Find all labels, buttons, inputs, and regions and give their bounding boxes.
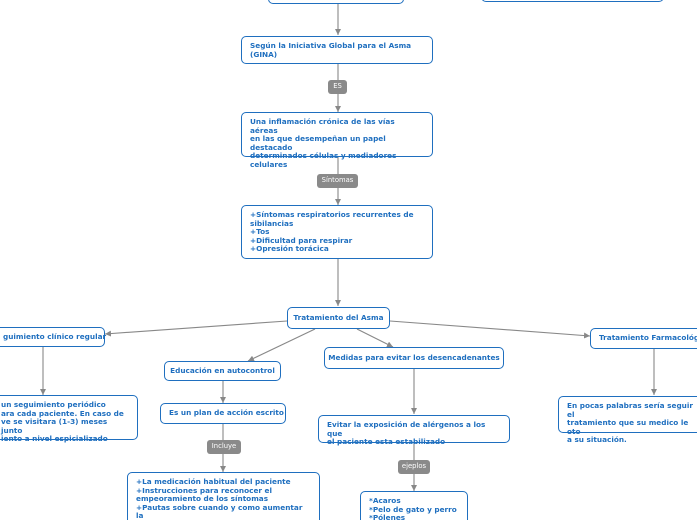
node-triggers[interactable]: Medidas para evitar los desencadenantes <box>324 347 504 369</box>
top-right-node-partial[interactable] <box>481 0 664 2</box>
node-followup-detail[interactable]: un seguimiento periódico ara cada pacien… <box>0 395 138 443</box>
top-node-partial[interactable] <box>268 0 404 4</box>
node-pharma-detail[interactable]: En pocas palabras sería seguir el tratam… <box>558 396 697 444</box>
node-clinical-followup[interactable]: guimiento clínico regular <box>0 327 106 347</box>
connector-treatment-to-pharma <box>389 320 591 339</box>
tag-incluye: Incluye <box>207 440 241 454</box>
node-gina[interactable]: Según la Iniciativa Global para el Asma … <box>241 36 433 64</box>
node-action-plan[interactable]: Es un plan de acción escrito <box>160 403 286 424</box>
node-symptoms-list[interactable]: +Síntomas respiratorios recurrentes de s… <box>241 205 433 259</box>
node-treatment[interactable]: Tratamiento del Asma <box>287 307 390 329</box>
node-action-plan-list[interactable]: +La medicación habitual del paciente +In… <box>127 472 320 520</box>
connector-treatment-to-education <box>247 328 316 362</box>
node-education[interactable]: Educación en autocontrol <box>164 361 281 381</box>
node-allergen-examples[interactable]: *Acaros *Pelo de gato y perro *Pólenes <box>360 491 468 520</box>
node-allergens[interactable]: Evitar la exposición de alérgenos a los … <box>318 415 510 446</box>
node-pharmacological[interactable]: Tratamiento Farmacológico <box>590 328 697 349</box>
connector-treatment-to-triggers <box>356 328 394 348</box>
tag-sintomas: Síntomas <box>317 174 358 188</box>
tag-es: ES <box>328 80 347 94</box>
node-inflammation[interactable]: Una inflamación crónica de las vías aére… <box>241 112 433 169</box>
connector-treatment-to-followup <box>104 320 288 337</box>
tag-ejeplos: ejeplos <box>398 460 430 474</box>
